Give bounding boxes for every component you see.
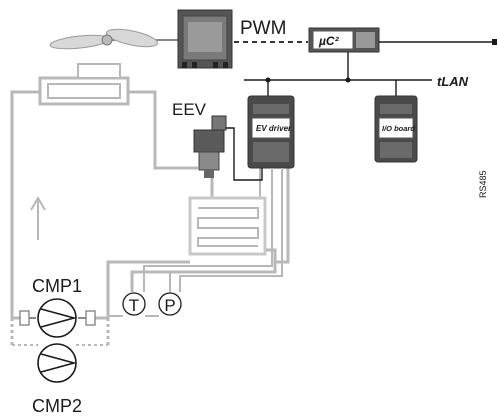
eev-valve-icon [193, 115, 227, 178]
rs485-terminal [492, 39, 497, 45]
ev-driver: EV driver [247, 95, 295, 169]
compressor-2-icon [12, 343, 108, 383]
io-board: I/O board [374, 95, 418, 163]
uc2-label: µC² [318, 34, 340, 48]
sensor-wire-p [179, 168, 283, 292]
temperature-sensor: T [122, 292, 146, 316]
sensor-p-label: P [164, 296, 175, 315]
compressor-1-icon [19, 298, 96, 338]
sensor-t-label: T [129, 296, 139, 315]
tlan-bus [244, 52, 432, 96]
condenser [38, 63, 130, 106]
pressure-sensor: P [158, 292, 182, 316]
eev-driver-wire [226, 127, 263, 181]
eev-label: EEV [172, 100, 207, 119]
rs485-label: RS485 [478, 170, 488, 198]
io-board-label: I/O board [382, 124, 415, 133]
evaporator [188, 196, 267, 256]
fan-icon [49, 28, 178, 50]
sensor-wire-t [143, 168, 273, 292]
pwm-module [177, 9, 233, 69]
cmp1-label: CMP1 [32, 276, 82, 296]
cmp2-label: CMP2 [32, 396, 82, 416]
pwm-label: PWM [240, 18, 286, 39]
uc2-controller: µC² [308, 27, 380, 53]
flow-arrow-icon [30, 196, 46, 240]
ev-driver-label: EV driver [256, 124, 292, 133]
tlan-label: tLAN [437, 74, 469, 89]
